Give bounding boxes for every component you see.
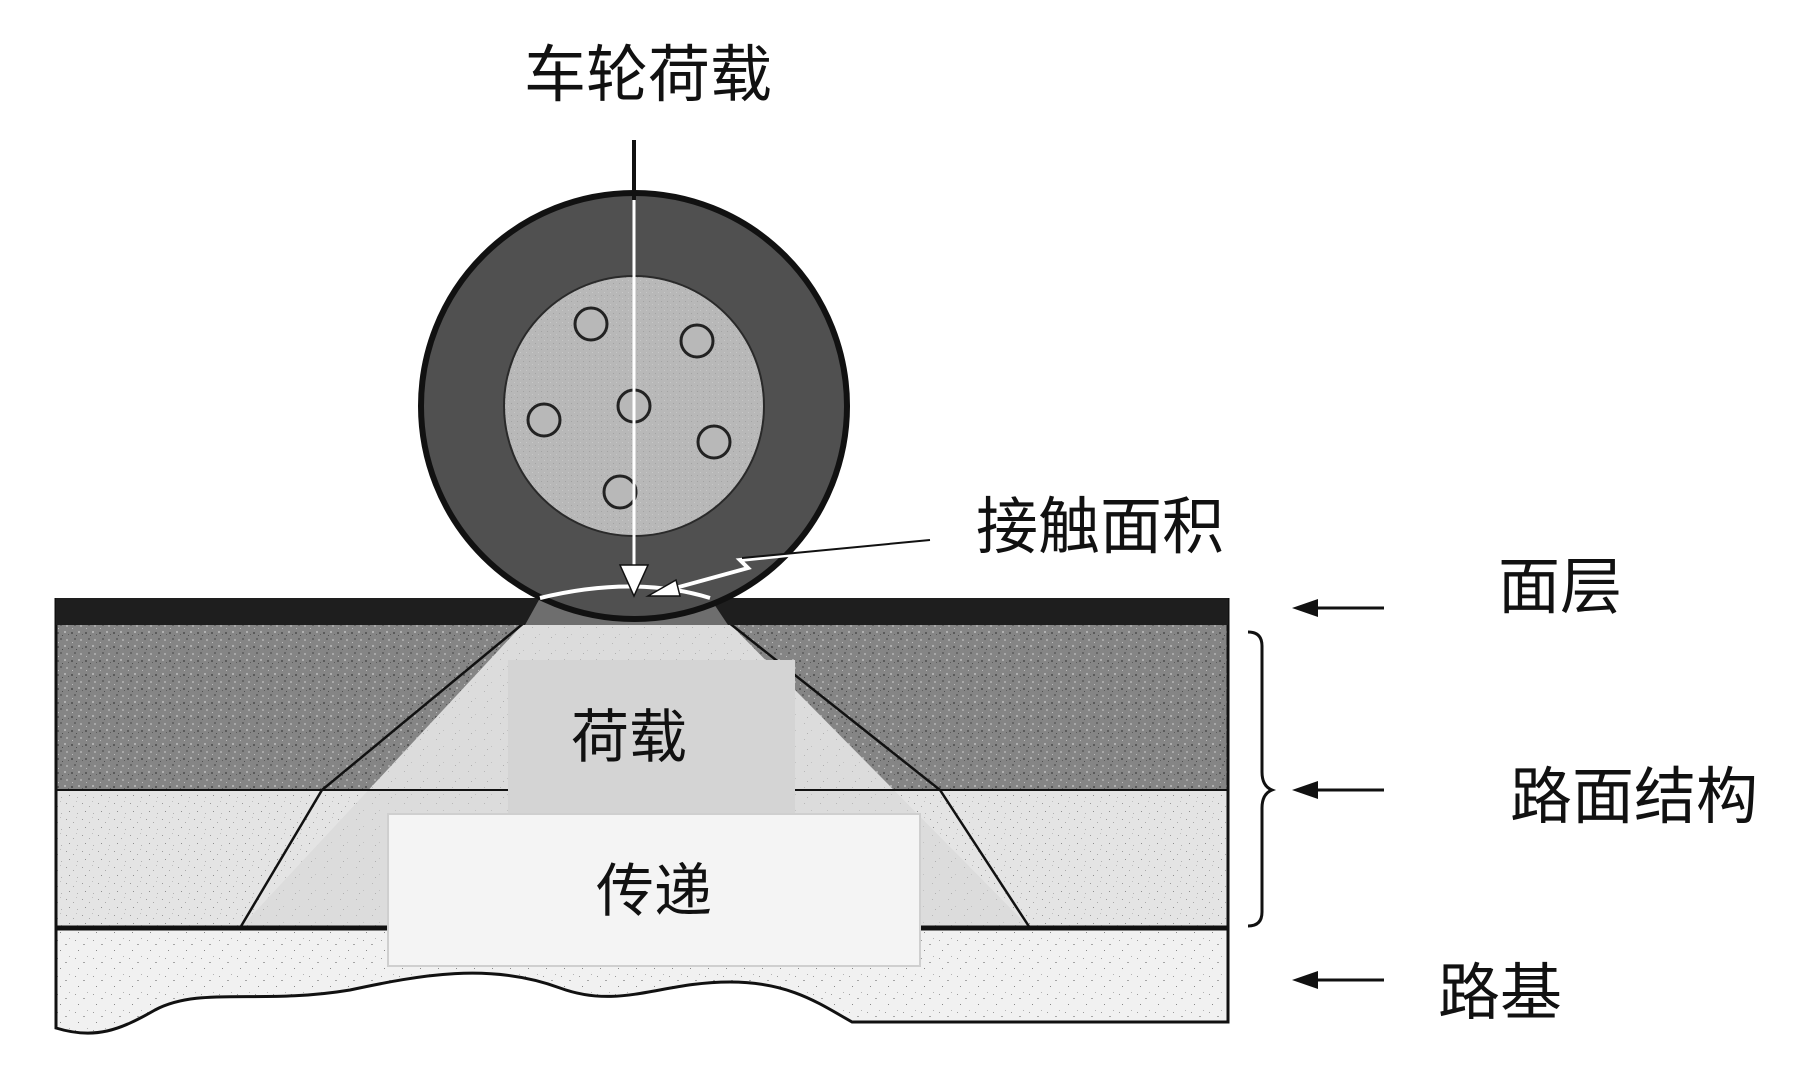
wheel-bolt: [696, 424, 732, 460]
wheel-bolt: [573, 306, 609, 342]
load-box-label: 荷载: [571, 703, 688, 771]
transfer-box-label: 传递: [596, 857, 713, 925]
transfer-box: [387, 813, 921, 967]
surface-layer-label: 面层: [1498, 550, 1623, 623]
subgrade-label: 路基: [1438, 956, 1563, 1029]
load-box: [508, 660, 795, 814]
pavement-structure-arrowhead: [1292, 781, 1318, 799]
wheel-load-label: 车轮荷载: [524, 38, 773, 111]
contact-area-arrow-outline: [741, 539, 931, 559]
contact-area-label: 接触面积: [976, 490, 1225, 563]
subgrade-arrowhead: [1292, 971, 1318, 989]
pavement-structure-brace: [1247, 630, 1277, 928]
surface-layer-arrowhead: [1292, 599, 1318, 617]
pavement-structure-label: 路面结构: [1510, 760, 1759, 833]
contact-area-arrowhead: [645, 578, 681, 597]
subgrade-layer: [54, 926, 1230, 1035]
wheel-bolt: [526, 402, 562, 438]
wheel-bolt: [602, 474, 638, 510]
wheel-load-arrowhead: [618, 564, 650, 598]
wheel-bolt: [679, 323, 715, 359]
